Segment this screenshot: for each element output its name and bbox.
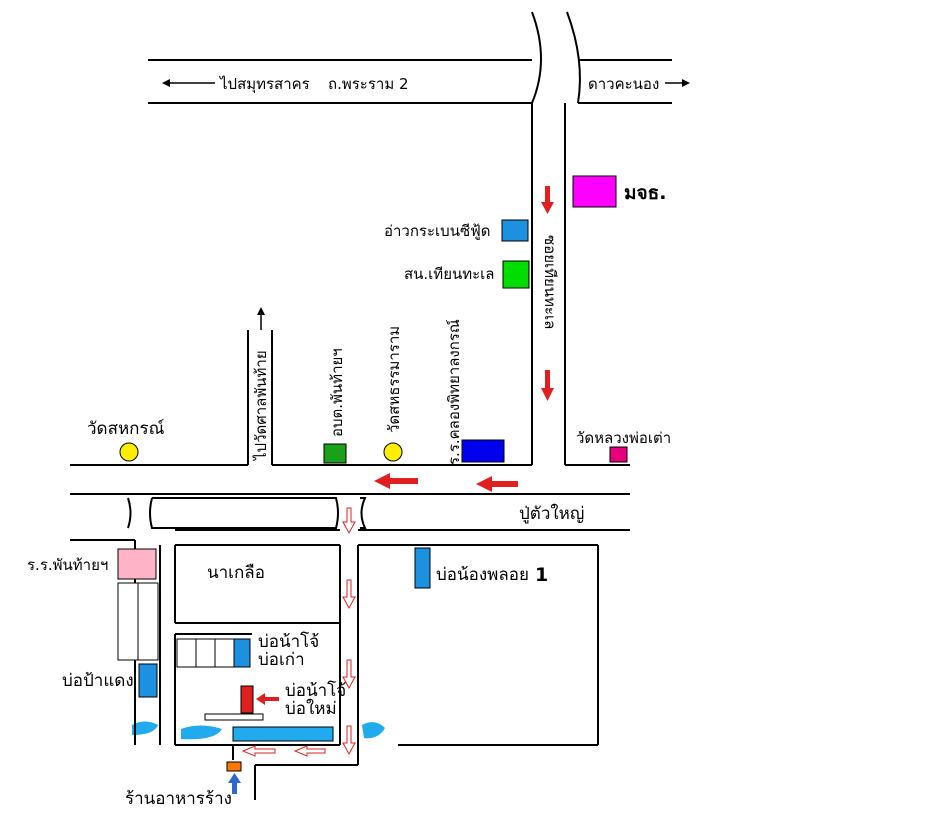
label-bo-pa-daeng: บ่อป้าแดง xyxy=(62,671,134,691)
label-or-bor-tor-phan-thai: อบต.พันท้ายฯ xyxy=(328,348,346,437)
bo-nam-jo-old-marker xyxy=(233,638,251,668)
label-to-samut-sakhon: ไปสมุทรสาคร xyxy=(219,75,310,94)
label-bo-nam-jo-old-2: บ่อเก่า xyxy=(258,650,305,670)
arrows-left-canal xyxy=(241,745,326,757)
kmutt-marker xyxy=(572,175,617,208)
arrow-down-soi-2 xyxy=(541,370,554,401)
bo-nong-ploy-marker xyxy=(414,547,431,589)
school-marker xyxy=(461,439,505,463)
label-sor-nor-thian-thale: สน.เทียนทะเล xyxy=(404,265,495,283)
water-canal xyxy=(132,721,385,742)
label-ao-krabaen-seafood: อ่าวกระเบนซีฟู้ด xyxy=(384,222,491,240)
building-left-2 xyxy=(137,582,159,661)
label-dao-khanong: ดาวคะนอง xyxy=(588,75,659,93)
label-wat-sahakorn: วัดสหกรณ์ xyxy=(87,419,165,439)
label-na-kluea: นาเกลือ xyxy=(207,563,265,583)
na-kluea-block xyxy=(174,544,599,800)
arrow-right-dao-khanong xyxy=(665,79,690,87)
arrow-left-main-1 xyxy=(374,473,418,489)
bo-pa-daeng-marker xyxy=(138,663,158,698)
soi-thian-thale-road xyxy=(531,103,566,465)
label-bo-nam-jo-new-2: บ่อใหม่ xyxy=(285,698,337,719)
label-bo-nam-jo-old-1: บ่อน้าโจ้ xyxy=(258,631,319,652)
label-kmutt: มจธ. xyxy=(624,182,666,204)
obt-marker xyxy=(323,443,347,464)
arrow-left-main-2 xyxy=(476,476,518,492)
police-marker xyxy=(502,260,530,289)
label-wat-luang-pho-tao: วัดหลวงพ่อเต่า xyxy=(576,429,671,447)
main-horizontal-road xyxy=(70,464,630,541)
label-bo-nong-ploy: บ่อน้องพลอย xyxy=(436,565,529,585)
arrow-up-restaurant xyxy=(228,773,241,794)
label-bo-nam-jo-new-1: บ่อน้าโจ้ xyxy=(285,680,346,701)
label-pu-tua-yai: ปู่ตัวใหญ่ xyxy=(519,503,584,524)
label-to-wat-phan-thai: ไปวัดศาลพันท้าย xyxy=(252,350,270,461)
building-left-1 xyxy=(117,582,139,661)
label-soi-thian-thale: ซอยเทียนทะเล xyxy=(541,235,559,329)
pond-bridge xyxy=(204,713,264,721)
label-bo-nong-ploy-num: 1 xyxy=(535,564,548,586)
label-rama2-road: ถ.พระราม 2 xyxy=(328,75,409,93)
label-rong-rian-phan-thai: ร.ร.พันท้ายฯ xyxy=(27,556,108,574)
old-ponds-row xyxy=(176,638,251,668)
seafood-marker xyxy=(501,219,529,242)
label-restaurant: ร้านอาหารร้าง xyxy=(125,789,232,809)
label-wat-sahathammaram: วัดสหธรรมาราม xyxy=(385,326,403,433)
label-rong-rian-khlong-phitthaya: ร.ร.คลองพิทยาลงกรณ์ xyxy=(445,319,463,465)
wat-luang-pho-tao-marker xyxy=(609,446,628,463)
arrow-down-soi-1 xyxy=(541,186,554,214)
bo-nam-jo-new-marker xyxy=(240,685,254,714)
wat-sahathammaram-marker xyxy=(383,442,403,462)
rong-rian-phan-thai-marker xyxy=(117,548,157,580)
arrow-up-to-wat-phan-thai xyxy=(257,307,265,330)
arrow-left-to-samut-sakhon xyxy=(162,79,215,87)
wat-sahakorn-marker xyxy=(119,442,139,462)
arrow-down-lane xyxy=(342,507,356,756)
rama2-road xyxy=(148,11,672,104)
arrow-left-new-pond xyxy=(256,693,279,705)
restaurant-marker xyxy=(226,761,242,772)
